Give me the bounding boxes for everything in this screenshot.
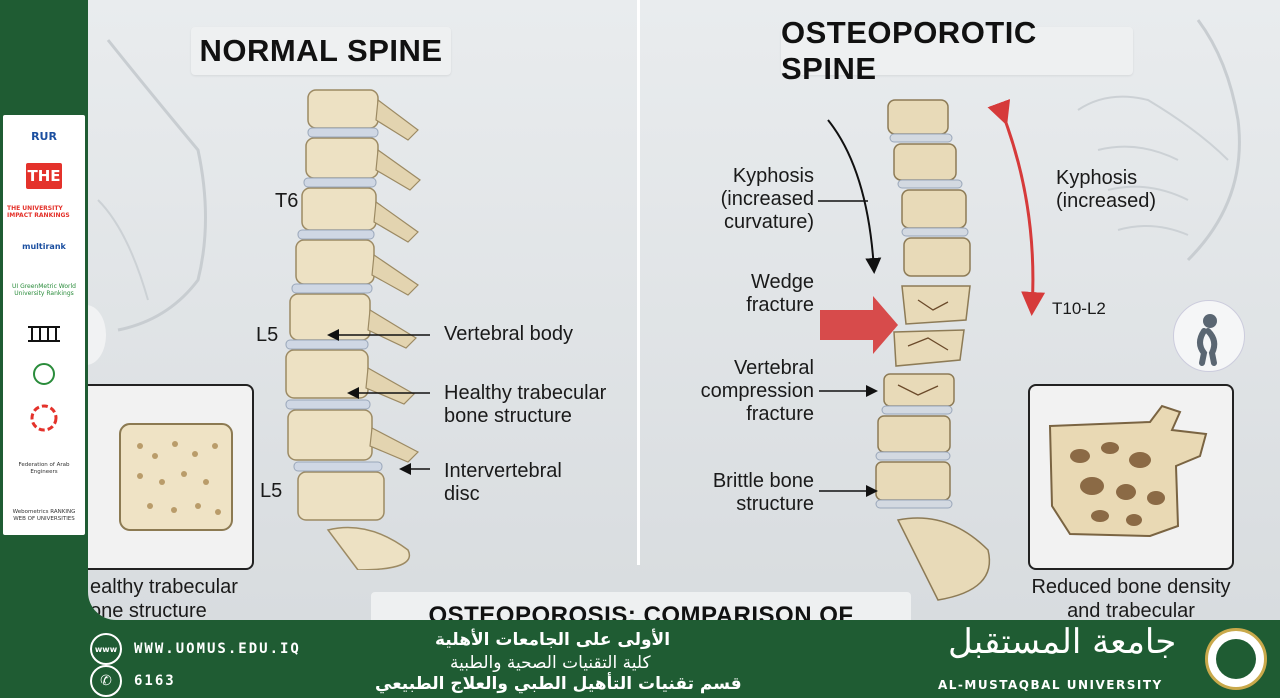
arabic-tagline-1: الأولى على الجامعات الأهلية: [435, 630, 671, 650]
logo-the: THE: [26, 163, 62, 189]
label-brittle-bone: Brittle bone structure: [712, 470, 814, 515]
caption-reduced-density: Reduced bone density and trabecular: [1031, 576, 1231, 620]
normal-spine-illustration: [285, 89, 421, 570]
healthy-bone-inset: [88, 384, 254, 570]
logo-the-impact: THE UNIVERSITY IMPACT RANKINGS: [7, 205, 70, 219]
left-edge-circle: [88, 305, 106, 365]
phone-icon: ✆: [90, 665, 122, 697]
label-intervertebral-disc: Intervertebral disc: [444, 460, 562, 505]
arabic-tagline-3: قسم تقنيات التأهيل الطبي والعلاج الطبيعي: [375, 674, 742, 694]
globe-www-icon: www: [90, 633, 122, 665]
logo-institution-icon: [7, 319, 81, 345]
osteoporotic-spine-title: OSTEOPOROTIC SPINE: [781, 15, 1133, 86]
logo-arab-engineers: Federation of Arab Engineers: [18, 462, 70, 475]
reduced-bone-inset: [1028, 384, 1234, 570]
illustration-area: NORMAL SPINE OSTEOPOROTIC SPINE T6 L5 L5…: [88, 0, 1280, 620]
annotation-arrows: [327, 98, 1046, 497]
university-name-arabic: جامعة المستقبل: [948, 622, 1177, 662]
label-kyphosis-curvature: Kyphosis (increased curvature): [720, 165, 814, 233]
website-link[interactable]: WWW.UOMUS.EDU.IQ: [134, 641, 301, 657]
label-t10-l2: T10-L2: [1052, 299, 1106, 318]
caption-healthy: ealthy trabecular one structure: [90, 576, 238, 620]
label-healthy-trabecular: Healthy trabecular bone structure: [444, 382, 607, 427]
logo-multirank: multirank: [22, 241, 66, 251]
person-posture-icon: [1173, 300, 1245, 372]
normal-spine-title: NORMAL SPINE: [191, 27, 451, 75]
label-kyphosis-increased: Kyphosis (increased): [1056, 167, 1157, 212]
logo-sdg-wheel-icon: [7, 404, 81, 432]
label-wedge-fracture: Wedge fracture: [746, 271, 814, 316]
logo-greenmetric: UI GreenMetric World University Rankings: [12, 283, 76, 297]
label-l5-lower: L5: [260, 480, 283, 502]
ranking-logos-strip: RUR THE THE UNIVERSITY IMPACT RANKINGS m…: [3, 115, 85, 535]
university-crest-logo[interactable]: [1205, 628, 1267, 690]
arabic-tagline-2: كلية التقنيات الصحية والطبية: [450, 653, 651, 673]
osteoporotic-spine-illustration: [875, 99, 991, 601]
label-vertebral-body: Vertebral body: [444, 323, 573, 345]
university-name-english: AL-MUSTAQBAL UNIVERSITY: [938, 678, 1163, 692]
torso-outline-right: [1077, 19, 1241, 262]
website-row[interactable]: www WWW.UOMUS.EDU.IQ: [90, 633, 301, 665]
torso-outline-left: [97, 39, 207, 332]
logo-rur: RUR: [31, 129, 57, 143]
label-vertebral-compression: Vertebral compression fracture: [700, 357, 814, 425]
phone-number[interactable]: 6163: [134, 673, 176, 689]
comparison-banner: OSTEOPOROSIS: COMPARISON OF: [371, 592, 911, 620]
panel-divider: [637, 0, 640, 565]
footer-bar: www WWW.UOMUS.EDU.IQ ✆ 6163 الأولى على ا…: [0, 620, 1280, 698]
logo-webometrics: Webometrics RANKING WEB OF UNIVERSITIES: [12, 509, 76, 522]
label-t6: T6: [275, 190, 299, 212]
logo-wreath-icon: [7, 361, 81, 387]
crest-inner-emblem: [1216, 639, 1256, 679]
phone-row[interactable]: ✆ 6163: [90, 665, 176, 697]
label-l5-upper: L5: [256, 324, 279, 346]
